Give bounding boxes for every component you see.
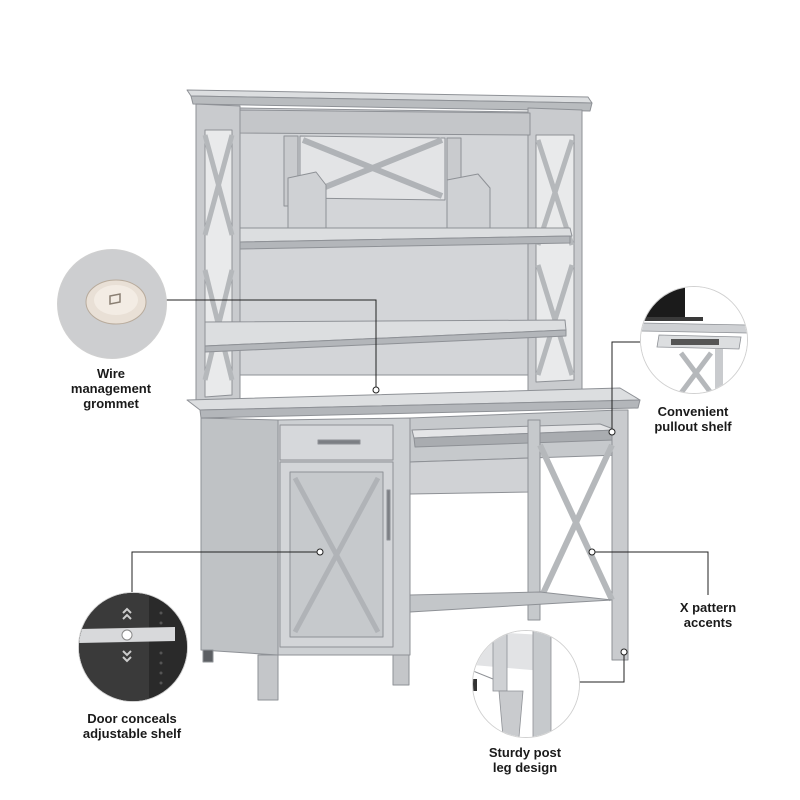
grommet-label: Wire management grommet [52, 366, 170, 411]
x-pattern-label-line-2: accents [683, 615, 733, 630]
door-label-line-2: adjustable shelf [82, 726, 182, 741]
legs-label: Sturdy post leg design [470, 745, 580, 775]
pullout-label-line-2: pullout shelf [654, 419, 732, 434]
pullout-detail-circle [640, 286, 748, 394]
x-pattern-leader-line [592, 551, 709, 595]
door-target-dot [316, 548, 324, 556]
legs-label-line-1: Sturdy post [488, 745, 562, 760]
grommet-icon [58, 250, 166, 358]
grommet-label-line-1: Wire [96, 366, 126, 381]
keyboard-tray-icon [641, 287, 747, 393]
legs-leader-line [578, 652, 625, 683]
legs-detail-circle [472, 630, 580, 738]
grommet-detail-circle [57, 249, 167, 359]
post-leg-icon [473, 631, 579, 737]
pullout-target-dot [608, 428, 616, 436]
pullout-label: Convenient pullout shelf [630, 404, 756, 434]
x-pattern-label: X pattern accents [655, 600, 761, 630]
shelf-arrows-icon [79, 593, 187, 701]
pullout-leader-line [611, 341, 640, 432]
legs-label-line-2: leg design [492, 760, 558, 775]
door-detail-circle [78, 592, 188, 702]
grommet-label-line-2: management [70, 381, 152, 396]
door-label-line-1: Door conceals [87, 711, 177, 726]
grommet-target-dot [372, 386, 380, 394]
x-pattern-target-dot [588, 548, 596, 556]
door-label: Door conceals adjustable shelf [60, 711, 204, 741]
grommet-leader-line [165, 299, 377, 390]
pullout-label-line-1: Convenient [657, 404, 729, 419]
grommet-label-line-3: grommet [83, 396, 139, 411]
legs-target-dot [620, 648, 628, 656]
x-pattern-label-line-1: X pattern [679, 600, 737, 615]
